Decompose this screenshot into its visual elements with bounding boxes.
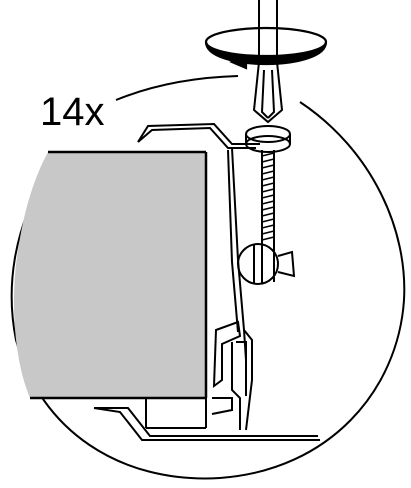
cam-clip: [237, 243, 296, 285]
mounting-bracket: [137, 122, 260, 431]
rotate-clockwise-arrow-icon: [204, 26, 328, 70]
base-rail: [93, 398, 320, 441]
cabinet-panel: [14, 150, 208, 400]
detail-circle: [10, 75, 406, 480]
quantity-label: 14x: [40, 90, 105, 134]
screwdriver-icon: [252, 0, 284, 124]
screw-threads: [261, 152, 275, 241]
screw: [245, 125, 291, 282]
